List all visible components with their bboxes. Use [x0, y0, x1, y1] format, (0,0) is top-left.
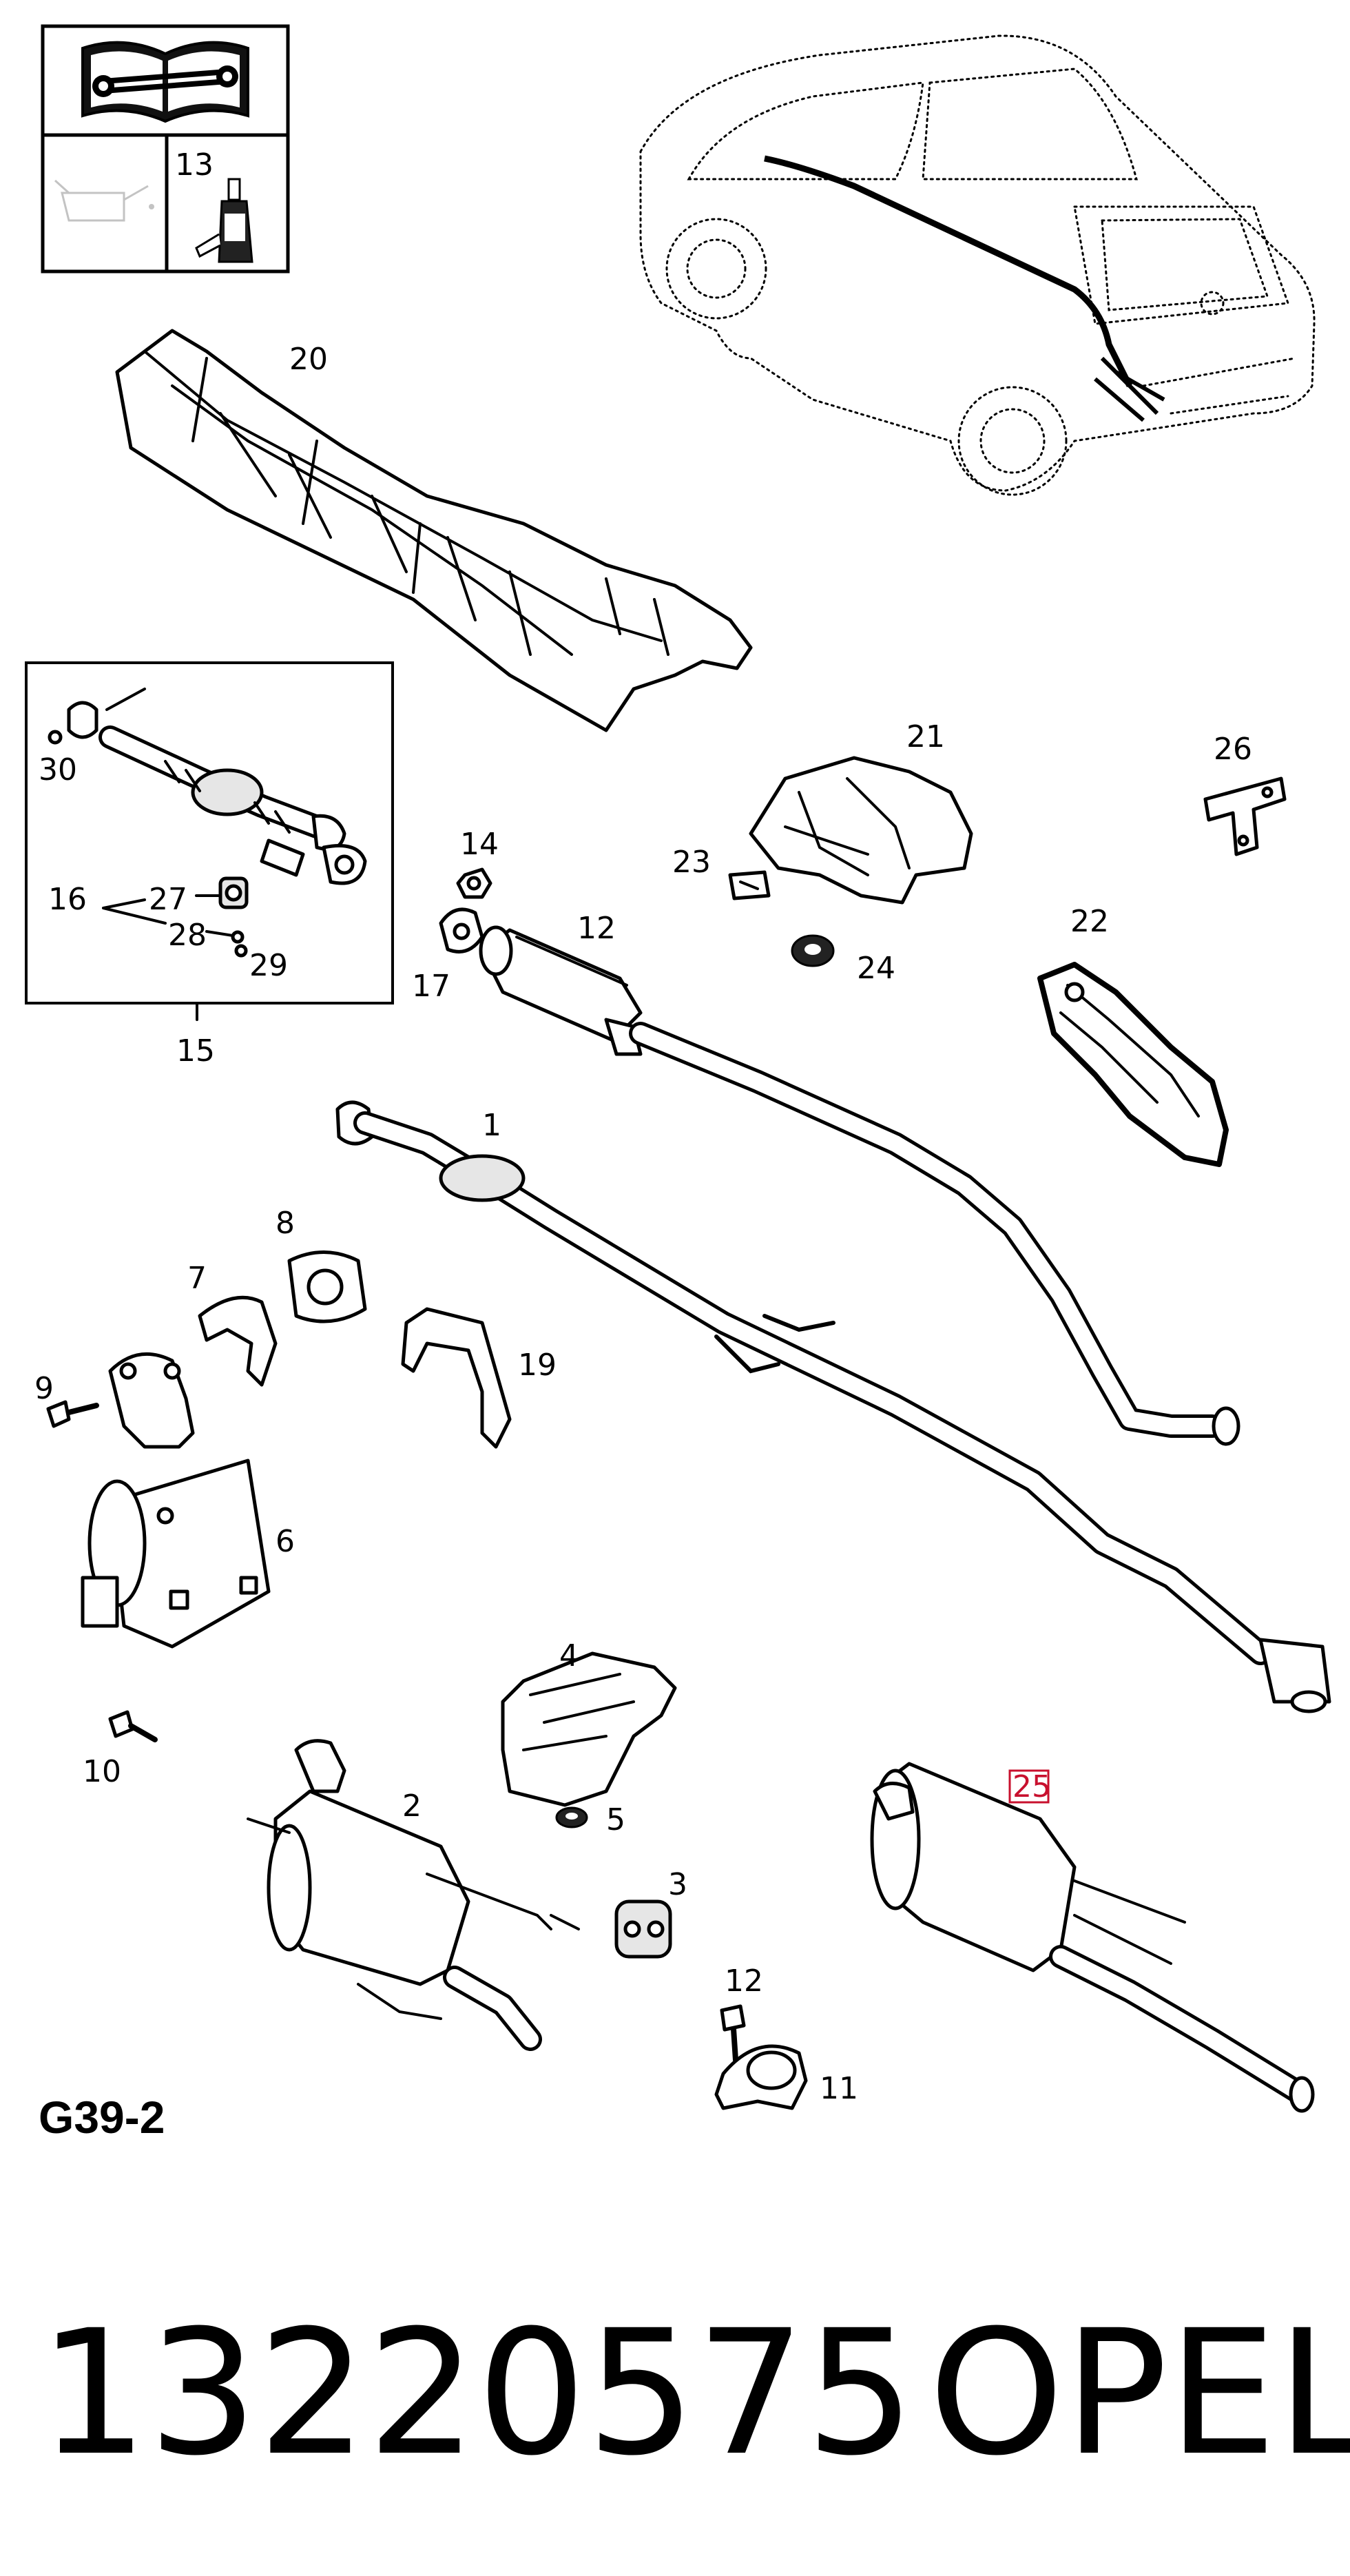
vehicle-outline [639, 34, 1316, 496]
part-26-bracket [1203, 776, 1287, 856]
part-22-heat-shield [1037, 962, 1229, 1167]
callout-14: 12 [577, 911, 616, 946]
part-number: 13220575 [39, 2293, 915, 2493]
callout-24: 24 [857, 951, 895, 986]
part-11-clamp [714, 2044, 808, 2110]
part-6-catalytic-converter [81, 1352, 271, 1649]
callout-5: 5 [606, 1802, 625, 1837]
callout-30: 30 [39, 752, 77, 787]
callout-16: 16 [48, 882, 87, 917]
part-9-bolt [46, 1400, 99, 1428]
callout-23: 23 [672, 845, 711, 880]
part-19-bracket [401, 1307, 512, 1449]
wrench-book-icon [81, 41, 249, 123]
callout-7: 7 [187, 1261, 207, 1296]
callout-9: 9 [34, 1371, 54, 1406]
callout-12: 12 [725, 1964, 763, 1999]
callout-28: 28 [168, 918, 207, 953]
icon-box: 13 [41, 24, 290, 274]
part-25-rear-silencer [870, 1762, 1315, 2113]
callout-4: 4 [559, 1638, 579, 1673]
callout-22: 22 [1070, 904, 1109, 939]
part-4-heat-shield [501, 1651, 677, 1807]
callout-19: 19 [518, 1348, 557, 1383]
callout-1: 1 [482, 1108, 501, 1143]
callout-3: 3 [668, 1867, 687, 1902]
part-17-gasket [439, 907, 484, 954]
oil-can-icon [54, 179, 154, 222]
part-23-clip [728, 870, 771, 900]
callout-15: 15 [176, 1033, 215, 1069]
callout-6: 6 [276, 1524, 295, 1559]
part-8-gasket [287, 1250, 367, 1323]
part-14-front-silencer [479, 925, 1240, 1446]
callout-29: 29 [249, 948, 288, 983]
part-5-grommet [555, 1806, 588, 1828]
callout-21: 21 [906, 719, 945, 754]
inset-box [25, 661, 394, 1021]
sealant-bottle-icon [195, 178, 253, 263]
callout-8: 8 [276, 1206, 295, 1241]
part-10-bolt [108, 1710, 158, 1742]
callout-27: 27 [149, 882, 187, 917]
part-1-front-pipe [335, 1100, 1331, 1713]
part-2-rear-silencer [247, 1739, 580, 2051]
highlighted-callout-25[interactable]: 25 [1008, 1769, 1051, 1804]
part-7-clamp [198, 1295, 278, 1387]
part-12-bolt [720, 2004, 746, 2063]
callout-11: 11 [820, 2071, 858, 2106]
callout-2: 2 [402, 1789, 422, 1824]
group-code: G39-2 [39, 2092, 165, 2143]
callout-10: 10 [83, 1754, 121, 1789]
part-18-nut [456, 867, 492, 899]
part-20-heat-shield [115, 329, 753, 732]
part-24-grommet [791, 934, 835, 967]
callout-17: 17 [412, 969, 450, 1004]
callout-26: 26 [1214, 732, 1252, 767]
callout-25[interactable]: 25 [1013, 1769, 1051, 1804]
brand-name: OPEL [928, 2293, 1350, 2493]
part-3-rubber-hanger [614, 1899, 672, 1959]
callout-20: 20 [289, 342, 328, 377]
part-21-heat-shield [749, 756, 973, 905]
callout-18: 14 [460, 827, 499, 862]
callout-13: 13 [175, 147, 214, 183]
